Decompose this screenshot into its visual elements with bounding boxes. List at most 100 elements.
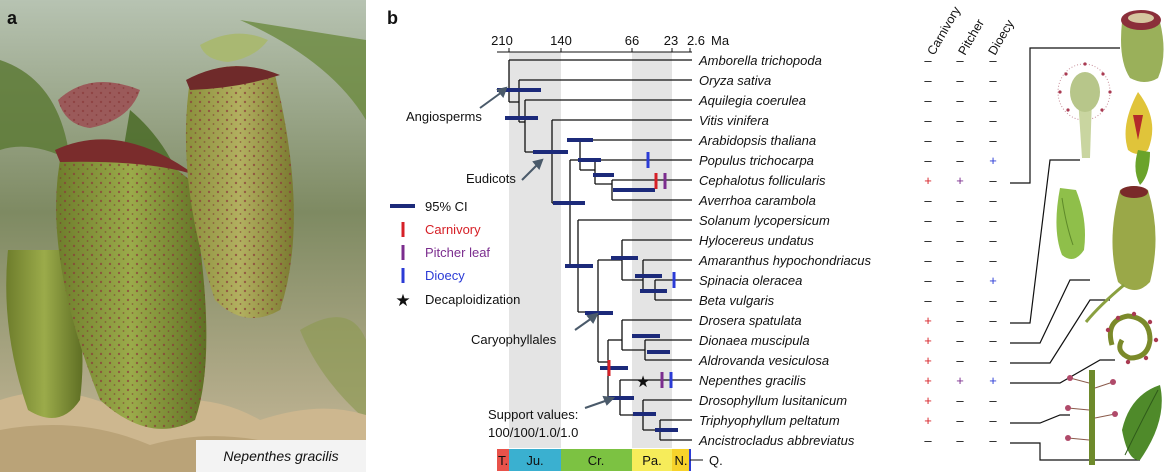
time-axis: 210 140 66 23 2.6 Ma — [491, 33, 730, 53]
trait-cell: – — [956, 133, 964, 148]
taxon-label: Drosophyllum lusitanicum — [699, 393, 847, 408]
period-label-pa: Pa. — [642, 453, 662, 468]
taxon-label: Cephalotus follicularis — [699, 173, 826, 188]
nepenthes-illustration — [1084, 186, 1156, 323]
drosera-illustration — [1057, 62, 1112, 158]
period-cretaceous — [561, 449, 632, 471]
trait-cell: – — [989, 313, 997, 328]
panel-a-label: a — [7, 8, 18, 28]
trait-cell: – — [956, 253, 964, 268]
taxon-label: Hylocereus undatus — [699, 233, 814, 248]
trait-cell: – — [956, 93, 964, 108]
period-label-n: N. — [675, 453, 688, 468]
period-triassic — [497, 449, 509, 471]
drosophyllum-illustration — [1105, 311, 1159, 365]
trait-cell: + — [924, 413, 932, 428]
trait-cell: – — [924, 273, 932, 288]
plant-illustrations — [1056, 10, 1164, 465]
period-label-ju: Ju. — [526, 453, 543, 468]
tick-66: 66 — [625, 33, 639, 48]
tick-140: 140 — [550, 33, 572, 48]
aldrovanda-illustration — [1056, 188, 1085, 259]
taxon-label: Populus trichocarpa — [699, 153, 814, 168]
trait-matrix: – – – – – – – – – – – – – – – – – + + + – – – – – – – – – – – – – – – + – – – +… — [924, 53, 997, 448]
legend-carnivory-label: Carnivory — [425, 222, 481, 237]
band-paleogene — [632, 52, 672, 448]
trait-cell: + — [989, 373, 997, 388]
trait-cell: – — [989, 193, 997, 208]
taxon-labels: Amborella trichopoda Oryza sativa Aquile… — [698, 53, 871, 448]
trait-cell: – — [956, 293, 964, 308]
taxon-label: Averrhoa carambola — [698, 193, 816, 208]
trait-cell: – — [989, 53, 997, 68]
trait-cell: – — [989, 393, 997, 408]
trait-cell: – — [989, 413, 997, 428]
taxon-label: Spinacia oleracea — [699, 273, 802, 288]
trait-cell: – — [956, 233, 964, 248]
period-paleogene — [632, 449, 672, 471]
trait-cell: + — [924, 173, 932, 188]
trait-cell: – — [924, 113, 932, 128]
taxon-label: Drosera spatulata — [699, 313, 802, 328]
taxon-label: Amborella trichopoda — [698, 53, 822, 68]
trait-cell: – — [989, 113, 997, 128]
taxon-label: Amaranthus hypochondriacus — [698, 253, 871, 268]
support-label: Support values: — [488, 407, 578, 422]
trait-cell: – — [989, 333, 997, 348]
trait-cell: – — [956, 273, 964, 288]
trait-cell: – — [956, 393, 964, 408]
band-jurassic — [509, 52, 561, 448]
trait-cell: – — [989, 233, 997, 248]
trait-cell: – — [989, 133, 997, 148]
trait-cell: + — [924, 353, 932, 368]
period-label-cr: Cr. — [588, 453, 605, 468]
trait-cell: – — [956, 193, 964, 208]
taxon-label: Nepenthes gracilis — [699, 373, 806, 388]
trait-cell: – — [956, 313, 964, 328]
trait-cell: – — [924, 153, 932, 168]
tick-23: 23 — [664, 33, 678, 48]
period-jurassic — [509, 449, 561, 471]
legend-pitcher-label: Pitcher leaf — [425, 245, 490, 260]
clade-caryophyllales: Caryophyllales — [471, 332, 557, 347]
ancistrocladus-illustration — [1122, 385, 1162, 461]
trait-cell: – — [956, 413, 964, 428]
decaploid-star-icon: ★ — [636, 374, 650, 391]
cephalotus-illustration — [1121, 10, 1164, 82]
trait-cell: + — [989, 153, 997, 168]
trait-cell: – — [924, 433, 932, 448]
taxon-label: Ancistrocladus abbreviatus — [698, 433, 855, 448]
trait-cell: – — [956, 113, 964, 128]
taxon-label: Solanum lycopersicum — [699, 213, 830, 228]
trait-cell: – — [924, 233, 932, 248]
trait-cell: – — [956, 153, 964, 168]
clade-eudicots: Eudicots — [466, 171, 516, 186]
taxon-label: Aldrovanda vesiculosa — [698, 353, 829, 368]
taxon-label: Beta vulgaris — [699, 293, 775, 308]
period-label-t: T. — [498, 453, 508, 468]
trait-cell: – — [989, 293, 997, 308]
trait-cell: – — [989, 73, 997, 88]
trait-cell: – — [989, 353, 997, 368]
header-dioecy: Dioecy — [985, 17, 1017, 58]
trait-cell: – — [989, 93, 997, 108]
caption-box — [196, 440, 366, 472]
tick-2-6: 2.6 — [687, 33, 705, 48]
legend-dioecy-label: Dioecy — [425, 268, 465, 283]
trait-cell: – — [924, 293, 932, 308]
trait-cell: – — [989, 433, 997, 448]
trait-cell: – — [956, 353, 964, 368]
trait-cell: + — [924, 313, 932, 328]
panel-b-label: b — [387, 8, 398, 28]
trait-cell: – — [924, 213, 932, 228]
axis-unit: Ma — [711, 33, 730, 48]
trait-cell: – — [924, 253, 932, 268]
clade-angiosperms: Angiosperms — [406, 109, 482, 124]
trait-cell: – — [989, 173, 997, 188]
period-label-q: Q. — [709, 453, 723, 468]
trait-markers — [607, 152, 676, 388]
trait-cell: + — [989, 273, 997, 288]
header-pitcher: Pitcher — [955, 17, 987, 58]
